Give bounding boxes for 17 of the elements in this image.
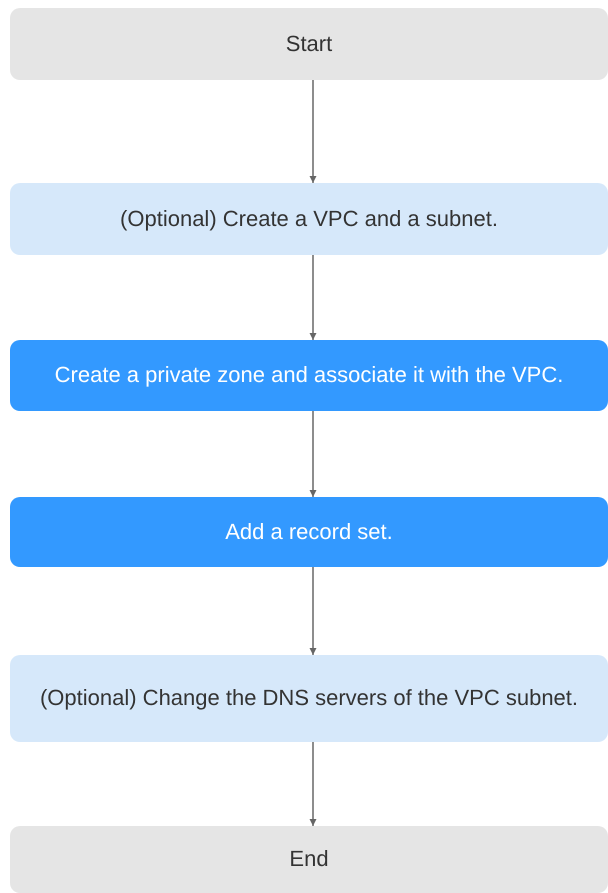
step-text: Add a record set. (225, 518, 393, 546)
arrow (310, 567, 316, 655)
arrow (310, 255, 316, 340)
step-text: End (289, 846, 329, 873)
process-box (10, 655, 608, 742)
process-box (10, 340, 608, 411)
step-text: (Optional) Change the DNS servers of the VPC subnet. (40, 685, 578, 712)
process-box (10, 826, 608, 893)
step-text: Start (286, 30, 332, 58)
arrow (310, 742, 316, 826)
arrow (310, 411, 316, 497)
process-box (10, 497, 608, 567)
step-text: (Optional) Create a VPC and a subnet. (120, 206, 498, 232)
process-box (10, 8, 608, 80)
arrow (310, 80, 316, 183)
step-text: Create a private zone and associate it with the VPC. (54, 362, 564, 389)
process-box (10, 183, 608, 255)
